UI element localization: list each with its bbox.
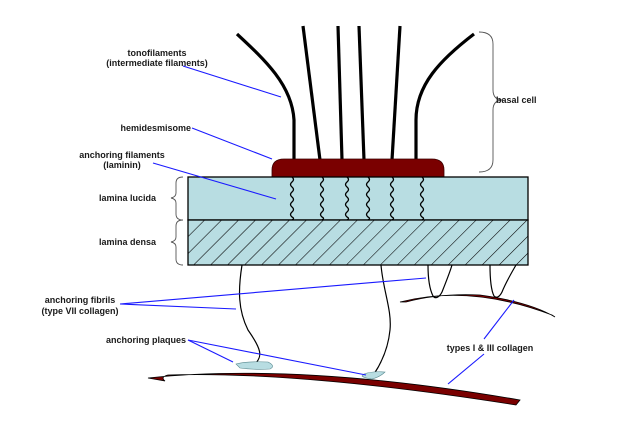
- anchoring-filament: [389, 176, 395, 221]
- anchoring-filament: [344, 176, 350, 221]
- anchoring-fibrils-leader: [119, 277, 427, 305]
- lamina-lucida-label: lamina lucida: [99, 193, 157, 203]
- anchoring-plaque: [235, 361, 273, 370]
- tonofilament: [235, 32, 296, 160]
- anchoring-fibrils-sublabel: (type VII collagen): [41, 306, 118, 316]
- anchoring-fibrils-leader: [119, 303, 237, 310]
- tonofilament: [336, 25, 344, 161]
- lamina-densa-label: lamina densa: [99, 237, 157, 247]
- anchoring-filaments-label: anchoring filaments: [79, 150, 165, 160]
- hemidesmosome-plaque: [271, 158, 445, 178]
- lamina-densa-layer: [187, 219, 529, 266]
- anchoring-plaques-leader: [187, 339, 367, 376]
- hemidesmisome-leader: [191, 127, 273, 160]
- lamina-densa-brace: [170, 219, 184, 266]
- anchoring-fibril: [238, 264, 261, 364]
- tonofilament: [301, 25, 322, 161]
- lamina-lucida-brace: [170, 176, 184, 221]
- anchoring-filament: [319, 176, 325, 221]
- tonofilaments-label: tonofilaments: [127, 48, 186, 58]
- collagen-leader: [447, 353, 485, 385]
- anchoring-plaque: [361, 371, 386, 380]
- anchoring-filament: [365, 176, 371, 221]
- anchoring-filament: [419, 176, 425, 221]
- anchoring-plaques-leader: [187, 339, 234, 363]
- tonofilaments-sublabel: (intermediate filaments): [106, 58, 208, 68]
- collagen-fiber-upper: [399, 294, 556, 318]
- anchoring-fibrils: [238, 264, 517, 375]
- tonofilaments: [235, 25, 475, 161]
- basal-cell-label: basal cell: [496, 95, 537, 105]
- leader-lines: [119, 65, 515, 385]
- collagen-label: types I & III collagen: [447, 343, 534, 353]
- anchoring-fibril: [427, 264, 453, 299]
- anchoring-plaques-label: anchoring plaques: [106, 335, 186, 345]
- tonofilament: [414, 32, 475, 160]
- anchoring-filament: [289, 176, 295, 221]
- anchoring-filaments-sublabel: (laminin): [103, 160, 141, 170]
- anchoring-filaments-leader: [152, 162, 277, 200]
- anchoring-filaments: [289, 176, 425, 221]
- tonofilament: [390, 25, 402, 161]
- anchoring-fibrils-label: anchoring fibrils: [45, 295, 116, 305]
- tonofilaments-leader: [182, 65, 282, 98]
- anchoring-fibril: [489, 264, 517, 298]
- anchoring-fibril: [373, 264, 391, 375]
- basal-cell-brace: [478, 31, 504, 173]
- tonofilament: [357, 25, 366, 161]
- lamina-lucida-layer: [187, 176, 529, 221]
- collagen-fiber-lower: [147, 372, 521, 406]
- hemidesmisome-label: hemidesmisome: [120, 123, 191, 133]
- collagen-leader: [483, 299, 515, 340]
